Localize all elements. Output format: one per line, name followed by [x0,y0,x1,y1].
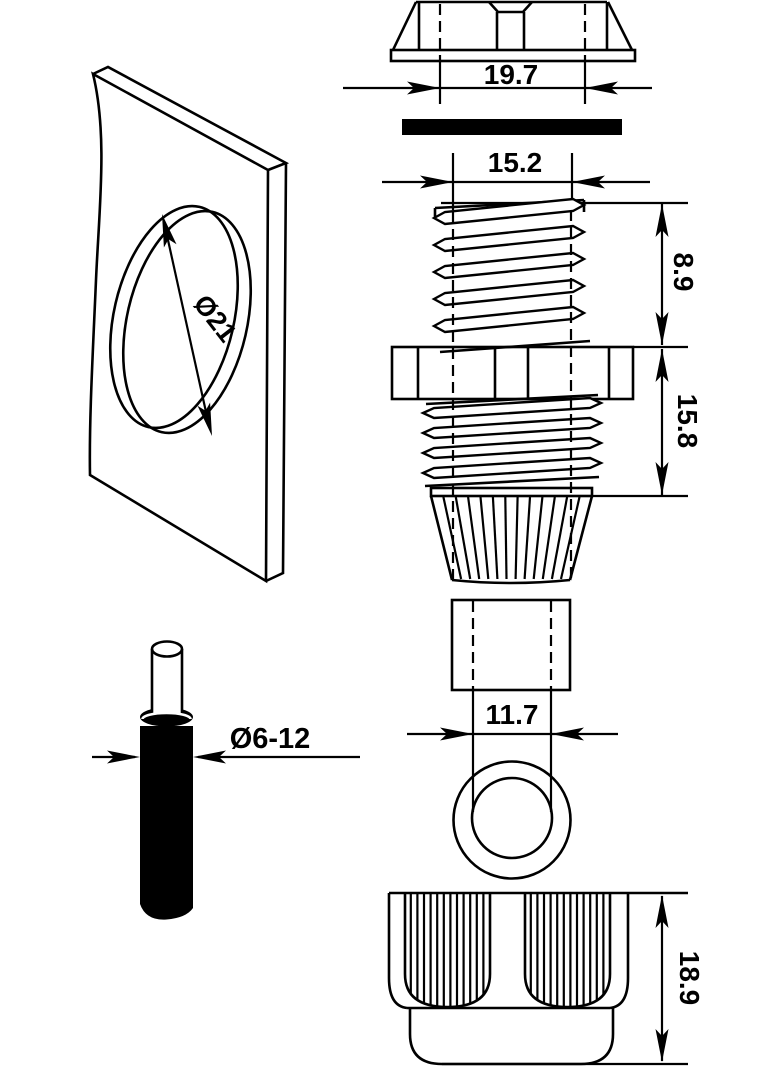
mounting-panel: Ø21 [88,65,290,584]
hole-diameter-arrow [162,214,212,436]
dimension-cable-diameter: Ø6-12 [92,723,360,764]
dimension-seal-bore: 11.7 [407,691,618,812]
cage-rim [429,486,594,498]
o-ring [452,760,572,880]
cap-height-label: 18.9 [674,951,705,1006]
dimension-locknut-width: 19.7 [343,59,652,104]
seal-insert [450,598,572,692]
dimension-thread-width: 15.2 [382,147,650,210]
cable-conductor [150,640,184,714]
dimension-upper-thread-length: 8.9 [655,204,699,345]
panel-hole-diameter-label: Ø21 [188,289,243,348]
locknut-width-label: 19.7 [484,59,539,90]
cap-grip-ribs-right [523,894,612,1009]
dimension-lower-body-length: 15.8 [593,349,703,498]
cap-grip-ribs-left [403,894,492,1009]
lower-thread [420,393,604,488]
thread-width-label: 15.2 [488,147,543,178]
cable [140,640,193,920]
cable-diameter-label: Ø6-12 [230,723,311,755]
gland-body [390,197,688,585]
seal-washer [402,119,622,135]
locknut [389,0,637,63]
cable-jacket [140,726,193,920]
cap [387,891,688,1066]
clamp-cage [429,495,594,585]
panel-hole [108,204,253,435]
lower-body-length-label: 15.8 [672,394,703,449]
upper-thread-length-label: 8.9 [668,253,699,292]
upper-thread [431,197,591,354]
cap-skirt [408,1008,615,1066]
hex-flange [390,345,635,401]
seal-bore-label: 11.7 [486,699,539,730]
dimension-cap-height: 18.9 [655,895,705,1062]
